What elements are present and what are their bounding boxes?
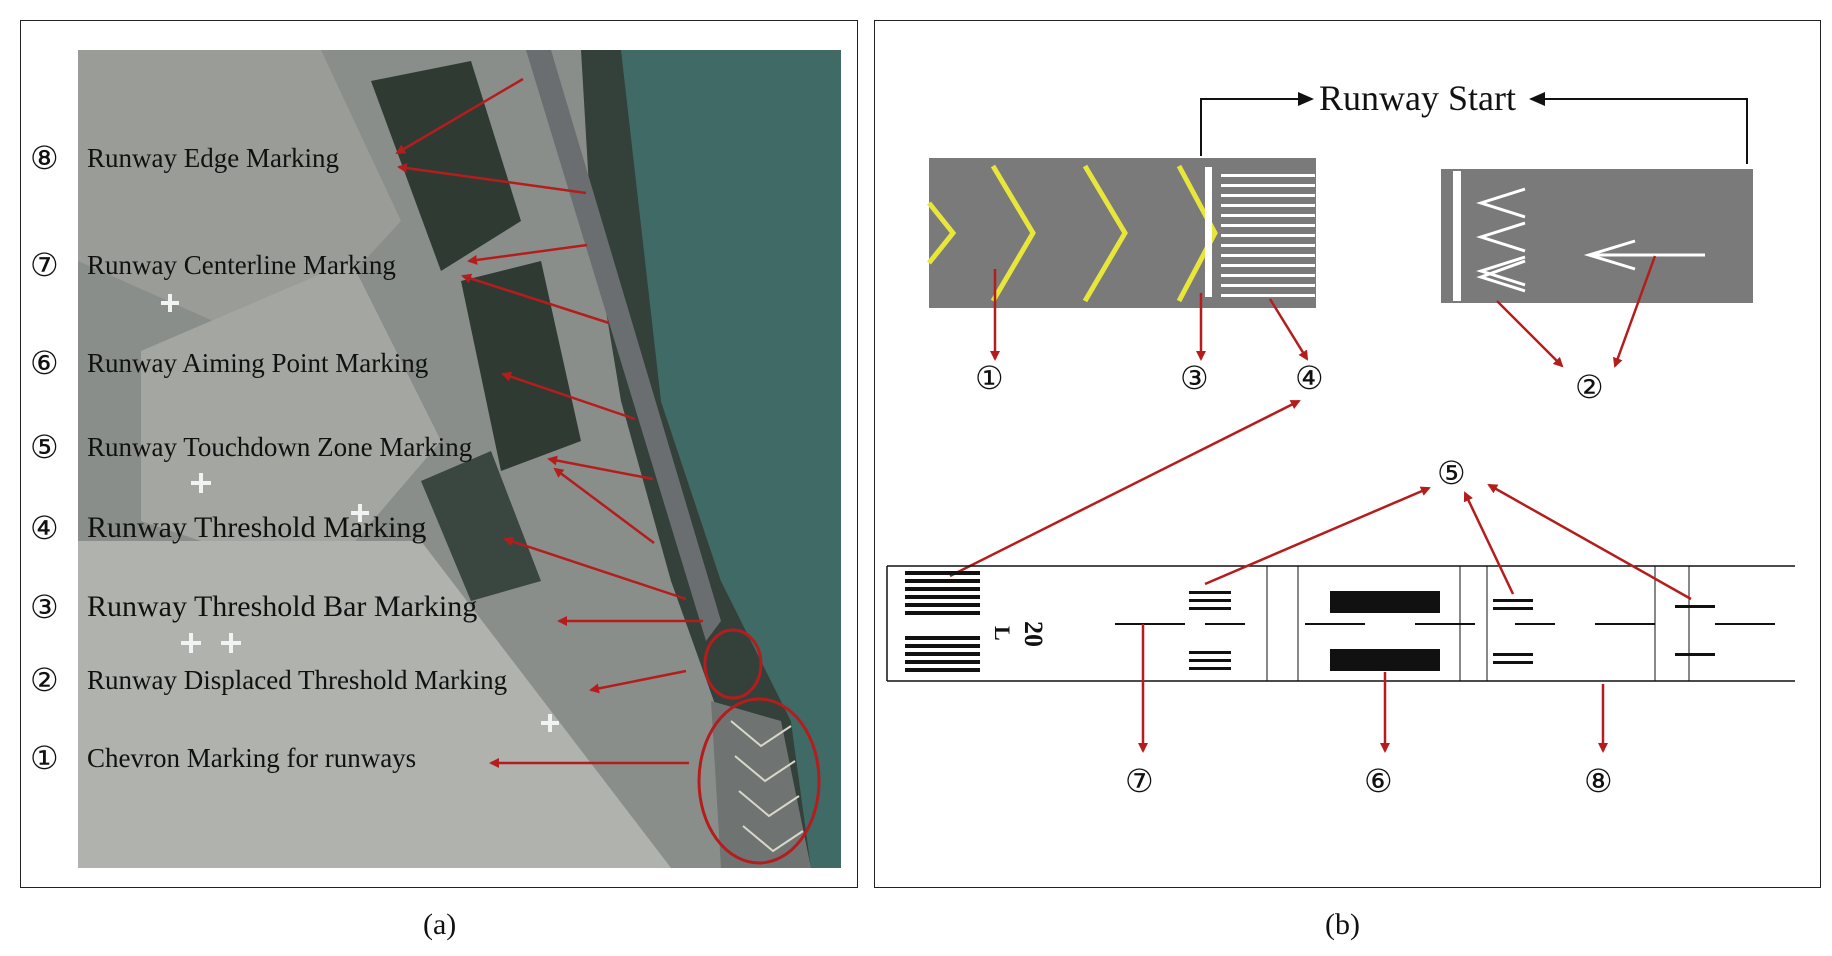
caption-b: (b) (1325, 908, 1360, 941)
label-6-num: ⑥ (30, 345, 59, 381)
aiming-point-marks (1330, 591, 1440, 671)
highlight-ellipses (697, 628, 821, 865)
touchdown-marks (1189, 591, 1715, 670)
panel-b: Runway Start (874, 20, 1821, 888)
caption-a: (a) (423, 908, 457, 941)
label-8-num: ⑧ (30, 140, 59, 176)
marking-labels: ⑧ Runway Edge Marking ⑦ Runway Centerlin… (30, 140, 507, 776)
runway-start-indicator: Runway Start (1200, 78, 1748, 166)
runway-strip-schematic: 20 L (886, 565, 1795, 682)
panel-a: ⑧ Runway Edge Marking ⑦ Runway Centerlin… (20, 20, 858, 888)
callout-2: ② (1575, 369, 1604, 405)
runway-strip-chevron (927, 158, 1316, 308)
aerial-photo (78, 50, 841, 868)
label-3-text: Runway Threshold Bar Marking (87, 590, 477, 623)
threshold-bar-mark (1205, 167, 1212, 297)
runway-strip-displaced (1441, 164, 1753, 308)
callout-4: ④ (1295, 360, 1324, 396)
callout-3: ③ (1180, 360, 1209, 396)
callout-7: ⑦ (1125, 763, 1154, 799)
label-4-text: Runway Threshold Marking (87, 511, 426, 544)
label-8-text: Runway Edge Marking (87, 143, 339, 173)
runway-start-label: Runway Start (1319, 78, 1516, 118)
threshold-stripes-bottom (905, 571, 980, 672)
callout-6: ⑥ (1364, 763, 1393, 799)
label-1-num: ① (30, 740, 59, 776)
callout-1: ① (975, 360, 1004, 396)
label-2-num: ② (30, 662, 59, 698)
threshold-stripes (1221, 174, 1315, 297)
chevron-ellipse (697, 697, 821, 865)
label-4-num: ④ (30, 510, 59, 546)
label-5-num: ⑤ (30, 429, 59, 465)
displaced-arrowheads (1476, 187, 1705, 293)
runway-designator: 20 (1019, 621, 1048, 647)
top-callouts: ① ③ ④ ② (949, 255, 1657, 578)
label-6-text: Runway Aiming Point Marking (87, 348, 428, 378)
callout-5: ⑤ (1437, 455, 1466, 491)
label-arrows (395, 77, 703, 768)
schematic-figure: Runway Start (886, 78, 1795, 799)
chevron-marks (927, 164, 1218, 303)
runway-side: L (990, 626, 1015, 641)
aerial-figure: ⑧ Runway Edge Marking ⑦ Runway Centerlin… (30, 50, 841, 868)
section-breaks (1266, 566, 1690, 681)
centerline-dashes (1115, 623, 1775, 625)
label-7-text: Runway Centerline Marking (87, 250, 396, 280)
label-1-text: Chevron Marking for runways (87, 743, 416, 773)
displaced-threshold-ellipse (703, 628, 763, 700)
label-7-num: ⑦ (30, 247, 59, 283)
label-5-text: Runway Touchdown Zone Marking (87, 432, 472, 462)
bottom-callouts: ⑤ ⑦ ⑥ ⑧ (1125, 455, 1692, 799)
label-2-text: Runway Displaced Threshold Marking (87, 665, 507, 695)
label-3-num: ③ (30, 589, 59, 625)
callout-8: ⑧ (1584, 763, 1613, 799)
